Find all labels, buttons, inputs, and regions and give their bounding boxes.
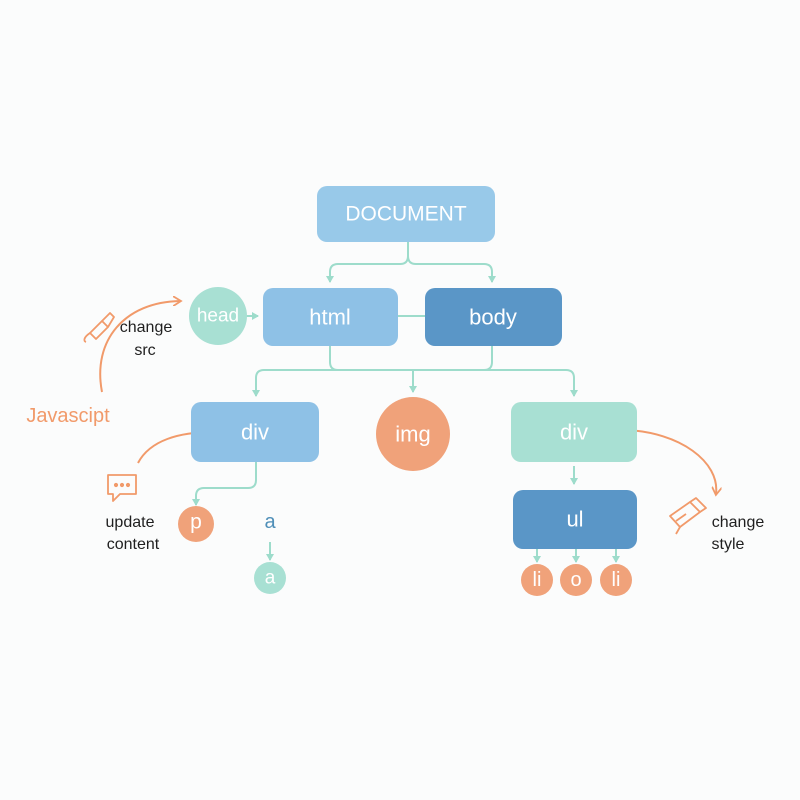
node-body-label: body — [469, 305, 517, 330]
node-li-2: li — [600, 564, 632, 596]
javascript-label: Javascipt — [26, 405, 110, 427]
connector-html-down — [329, 346, 493, 371]
arrow-javascript-head — [99, 301, 180, 393]
connector-div-p — [192, 462, 257, 506]
node-a-node-label: a — [265, 568, 276, 589]
node-div-right: div — [511, 402, 637, 462]
update-content-line1: update — [106, 514, 155, 531]
node-p-label: p — [190, 511, 202, 534]
node-li-1: li — [521, 564, 553, 596]
node-img: img — [376, 397, 450, 471]
node-o-label: o — [570, 569, 581, 591]
node-img-label: img — [395, 422, 430, 447]
node-p: p — [178, 506, 214, 542]
annotation-change-src: change src — [83, 312, 173, 359]
annotation-update-content: update content — [106, 474, 160, 553]
node-div-right-label: div — [560, 420, 588, 445]
paint-roller-icon — [669, 497, 707, 535]
node-head: head — [189, 287, 247, 345]
node-li-2-label: li — [612, 569, 621, 591]
change-src-line2: src — [134, 342, 155, 359]
connector-to-div-left — [252, 369, 338, 397]
connector-document-html — [326, 242, 409, 283]
connector-to-div-right — [484, 369, 578, 397]
node-li-1-label: li — [533, 569, 542, 591]
change-src-line1: change — [120, 319, 173, 336]
node-html-label: html — [309, 305, 351, 330]
node-document: DOCUMENT — [317, 186, 495, 242]
brush-icon — [83, 312, 115, 343]
change-style-line1: change — [712, 514, 765, 531]
node-a-label: a — [264, 511, 276, 533]
node-body: body — [425, 288, 562, 346]
node-document-label: DOCUMENT — [345, 203, 466, 226]
tree-connectors — [192, 242, 620, 563]
arrow-style-div — [625, 430, 716, 494]
node-div-left: div — [191, 402, 319, 462]
change-style-line2: style — [712, 536, 745, 553]
speech-bubble-icon — [107, 474, 137, 502]
update-content-line2: content — [107, 536, 160, 553]
node-div-left-label: div — [241, 420, 269, 445]
node-head-label: head — [197, 306, 239, 327]
node-o: o — [560, 564, 592, 596]
node-ul-label: ul — [566, 507, 583, 532]
node-ul: ul — [513, 490, 637, 549]
annotation-change-style: change style — [669, 497, 765, 553]
connector-document-body — [407, 255, 496, 283]
node-html: html — [263, 288, 398, 346]
node-a: a — [254, 562, 286, 594]
